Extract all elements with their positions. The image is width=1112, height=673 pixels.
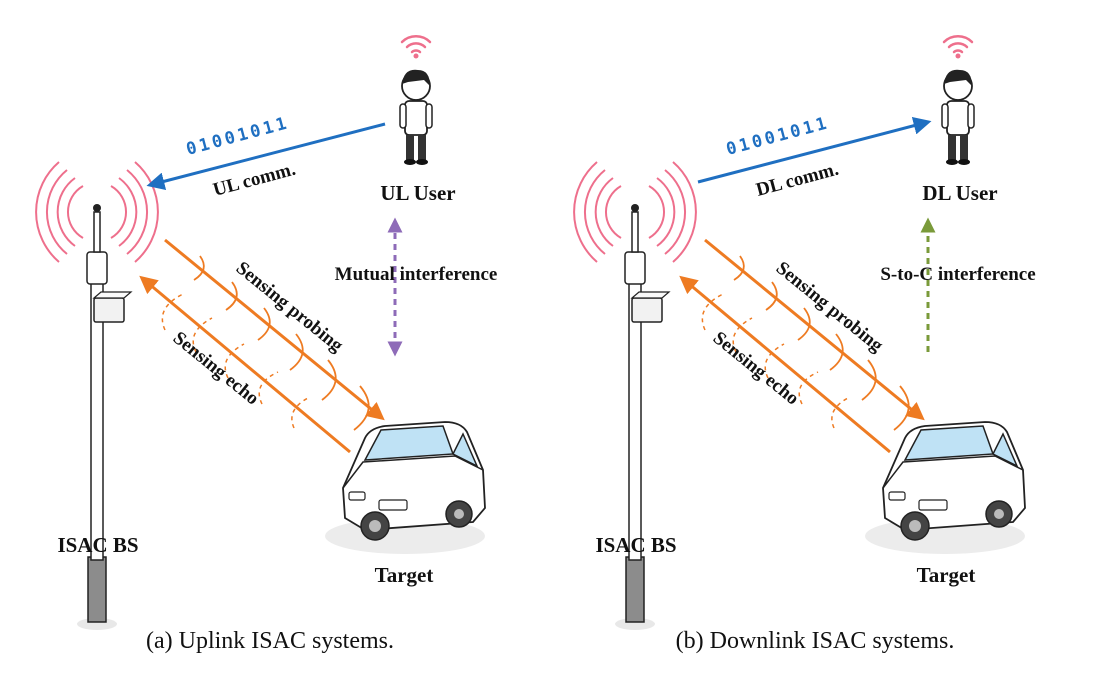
dl-comm-arrow (697, 116, 932, 184)
isac-bs-tower (76, 203, 132, 631)
sensing-probing-arrow (704, 238, 925, 421)
sensing-echo-arrow (679, 275, 891, 454)
caption-a: (a) Uplink ISAC systems. (146, 628, 394, 654)
ul-user-label: UL User (380, 181, 455, 205)
target-car (324, 421, 486, 555)
target-car (864, 421, 1026, 555)
probing-wavefronts (193, 255, 370, 431)
echo-wavefronts (701, 293, 849, 429)
ul-comm-arrow (146, 122, 386, 191)
wifi-icon (942, 35, 974, 60)
bs-label: ISAC BS (57, 533, 138, 557)
dl-user-label: DL User (922, 181, 997, 205)
isac-bs-tower (614, 203, 670, 631)
dl-user-icon (941, 68, 975, 166)
sensing-probing-arrow (164, 238, 385, 421)
s-to-c-interference-label: S-to-C interference (880, 264, 1035, 285)
panel-uplink: 01001011 UL comm. UL User Mutual interfe… (35, 35, 498, 654)
ul-user-icon (399, 68, 433, 166)
target-label: Target (375, 563, 434, 587)
mutual-interference-label: Mutual interference (335, 264, 498, 285)
echo-wavefronts (161, 293, 309, 429)
sensing-echo-arrow (139, 275, 351, 454)
target-label: Target (917, 563, 976, 587)
bs-label: ISAC BS (595, 533, 676, 557)
caption-b: (b) Downlink ISAC systems. (676, 628, 955, 654)
wifi-icon (400, 35, 432, 60)
panel-downlink: 01001011 DL comm. DL User S-to-C interfe… (573, 35, 1036, 654)
probing-wavefronts (733, 255, 910, 431)
